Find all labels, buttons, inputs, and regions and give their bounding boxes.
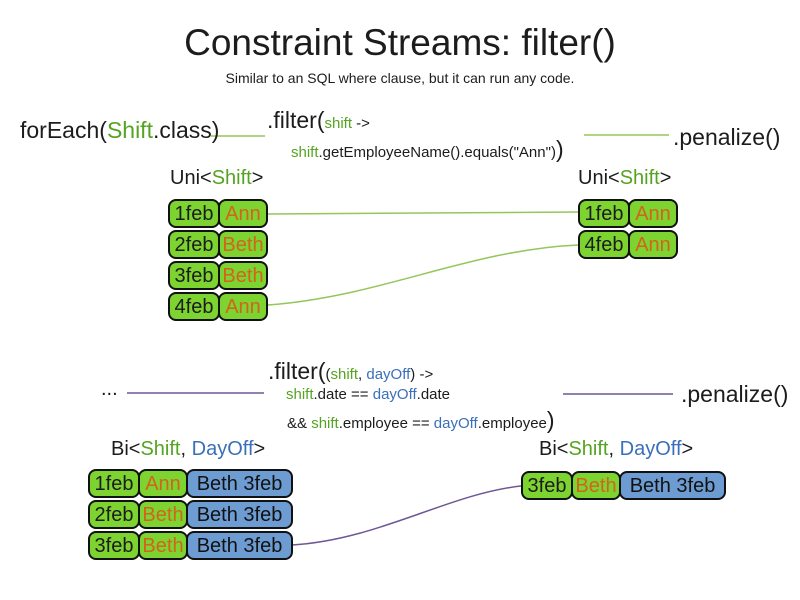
date-cell: 1feb (88, 469, 140, 498)
token-param-dayoff: dayOff (366, 366, 411, 383)
page-title: Constraint Streams: filter() (184, 22, 616, 63)
token-filter-close-paren: ) (555, 136, 564, 162)
table-row: 1feb Ann (168, 199, 268, 228)
code-filter-2-line-1: .filter((shift, dayOff) -> (268, 358, 433, 384)
date-cell: 3feb (88, 531, 140, 560)
token-uni-open: Uni< (170, 167, 212, 189)
uni-shift-label-left: Uni<Shift> (170, 167, 263, 190)
token-shift-ref: shift (291, 144, 319, 161)
bi-filtered-table: 3feb Beth Beth 3feb (521, 471, 726, 500)
code-filter-1-line-2: shift.getEmployeeName().equals("Ann")) (291, 136, 564, 162)
employee-cell: Beth (218, 261, 268, 290)
code-filter-2-line-3: && shift.employee == dayOff.employee) (287, 407, 555, 433)
token-bi-open: Bi< (111, 438, 141, 460)
token-bi-shift: Shift (568, 438, 609, 460)
token-uni-close: > (251, 167, 264, 189)
date-cell: 4feb (578, 230, 630, 259)
employee-cell: Beth (571, 471, 621, 500)
token-param-shift: shift (330, 366, 359, 383)
bi-label-left: Bi<Shift, DayOff> (111, 438, 265, 461)
token-open-paren: ( (325, 366, 331, 383)
token-dayoff-ref: dayOff (433, 415, 478, 432)
token-uni-close: > (659, 167, 672, 189)
date-cell: 3feb (168, 261, 220, 290)
token-bi-dayoff: DayOff (619, 438, 682, 460)
token-dayoff-ref: dayOff (372, 386, 417, 403)
date-cell: 2feb (88, 500, 140, 529)
token-bi-open: Bi< (539, 438, 569, 460)
token-bi-shift: Shift (140, 438, 181, 460)
date-cell: 2feb (168, 230, 220, 259)
token-employee-eq: .employee == (338, 415, 434, 432)
date-cell: 1feb (578, 199, 630, 228)
date-cell: 3feb (521, 471, 573, 500)
table-row: 4feb Ann (168, 292, 268, 321)
code-foreach: forEach(Shift.class) (20, 117, 219, 143)
code-penalize-1: .penalize() (673, 124, 781, 150)
table-row: 4feb Ann (578, 230, 678, 259)
table-row: 3feb Beth (168, 261, 268, 290)
employee-cell: Ann (628, 230, 678, 259)
employee-cell: Ann (218, 199, 268, 228)
token-bi-close: > (681, 438, 694, 460)
employee-cell: Ann (138, 469, 188, 498)
table-row: 2feb Beth Beth 3feb (88, 500, 293, 529)
token-shift-ref: shift (311, 415, 339, 432)
uni-filtered-table: 1feb Ann 4feb Ann (578, 199, 678, 259)
bi-label-right: Bi<Shift, DayOff> (539, 438, 693, 461)
token-uni-shift: Shift (619, 167, 660, 189)
token-shift-class: Shift (106, 117, 153, 143)
token-date-eq: .date == (313, 386, 373, 403)
dayoff-cell: Beth 3feb (186, 500, 293, 529)
code-penalize-2: .penalize() (681, 381, 789, 407)
uni-shift-label-right: Uni<Shift> (578, 167, 671, 190)
purple-connector-row-3feb (291, 485, 522, 546)
code-filter-2-line-2: shift.date == dayOff.date (286, 386, 450, 403)
token-uni-open: Uni< (578, 167, 620, 189)
table-row: 3feb Beth Beth 3feb (88, 531, 293, 560)
subtitle: Similar to an SQL where clause, but it c… (225, 70, 575, 86)
token-close-arrow: ) -> (410, 366, 434, 383)
token-bi-comma: , (180, 438, 192, 460)
date-cell: 4feb (168, 292, 220, 321)
token-filter-close-paren: ) (546, 407, 555, 433)
token-lambda-param-shift: shift (324, 115, 353, 132)
token-filter-head: .filter( (268, 358, 326, 384)
employee-cell: Beth (138, 531, 188, 560)
token-lambda-arrow: -> (352, 115, 370, 132)
token-filter-head: .filter( (267, 107, 325, 133)
employee-cell: Ann (628, 199, 678, 228)
table-row: 2feb Beth (168, 230, 268, 259)
dayoff-cell: Beth 3feb (186, 469, 293, 498)
token-uni-shift: Shift (211, 167, 252, 189)
table-row: 3feb Beth Beth 3feb (521, 471, 726, 500)
employee-cell: Beth (138, 500, 188, 529)
token-bi-dayoff: DayOff (191, 438, 254, 460)
token-bi-comma: , (608, 438, 620, 460)
code-source-ellipsis: ... (101, 378, 118, 400)
employee-cell: Ann (218, 292, 268, 321)
token-comma: , (358, 366, 367, 383)
green-connector-row-4feb (267, 244, 579, 306)
token-shift-ref: shift (286, 386, 314, 403)
token-class-end: .class) (152, 117, 220, 143)
dayoff-cell: Beth 3feb (619, 471, 726, 500)
code-filter-1-line-1: .filter(shift -> (267, 107, 370, 133)
green-connector-row-1feb (267, 211, 579, 215)
table-row: 1feb Ann (578, 199, 678, 228)
uni-source-table: 1feb Ann 2feb Beth 3feb Beth 4feb Ann (168, 199, 268, 321)
token-date-end: .date (416, 386, 451, 403)
table-row: 1feb Ann Beth 3feb (88, 469, 293, 498)
token-filter-body: .getEmployeeName().equals("Ann") (318, 144, 556, 161)
dayoff-cell: Beth 3feb (186, 531, 293, 560)
token-bi-close: > (253, 438, 266, 460)
token-and: && (287, 415, 312, 432)
token-employee-end: .employee (477, 415, 547, 432)
token-foreach: forEach( (20, 117, 107, 143)
date-cell: 1feb (168, 199, 220, 228)
bi-source-table: 1feb Ann Beth 3feb 2feb Beth Beth 3feb 3… (88, 469, 293, 560)
employee-cell: Beth (218, 230, 268, 259)
